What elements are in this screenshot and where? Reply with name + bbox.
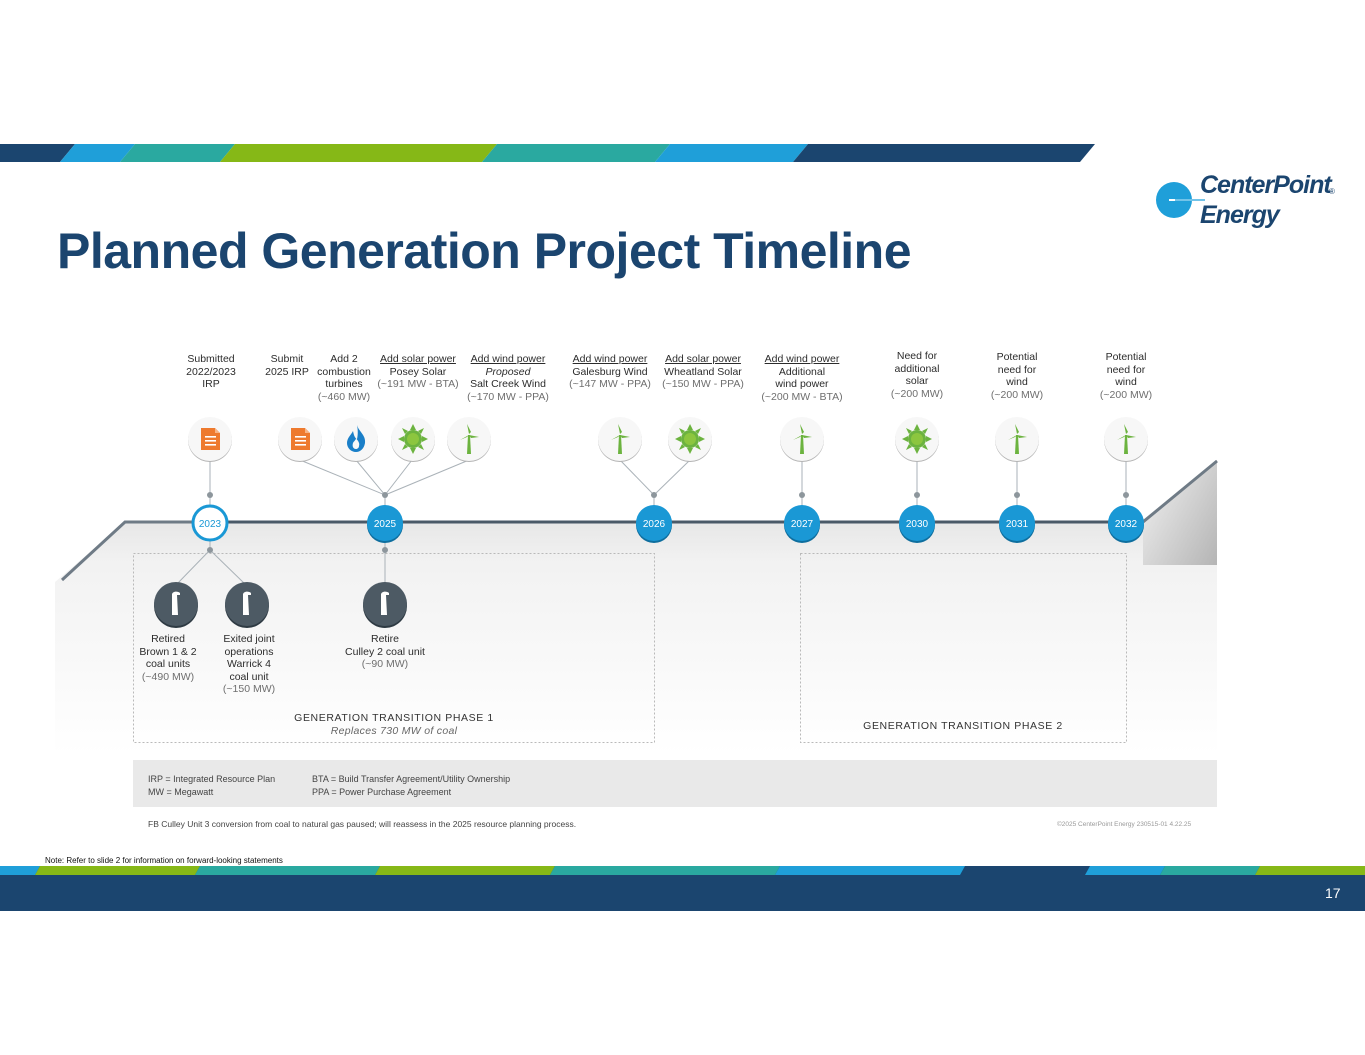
year-label: 2023 bbox=[199, 519, 222, 530]
page-number: 17 bbox=[1325, 885, 1341, 901]
footnote: FB Culley Unit 3 conversion from coal to… bbox=[148, 819, 577, 829]
logo-circle-icon bbox=[1156, 182, 1205, 218]
footer-bar bbox=[0, 875, 1365, 911]
year-label: 2025 bbox=[374, 519, 397, 530]
top-color-stripe bbox=[0, 144, 1095, 162]
year-node-2030: 2030 bbox=[899, 505, 935, 543]
phase2-title: GENERATION TRANSITION PHASE 2 bbox=[863, 720, 1063, 732]
year-node-2023: 2023 bbox=[191, 504, 229, 542]
phase1-label: GENERATION TRANSITION PHASE 1 Replaces 7… bbox=[294, 712, 494, 738]
wind-turbine-icon bbox=[1104, 417, 1148, 462]
sun-icon bbox=[391, 417, 435, 462]
logo-line1: CenterPoint bbox=[1200, 171, 1332, 199]
year-node-2032: 2032 bbox=[1108, 505, 1144, 543]
flame-icon bbox=[334, 417, 378, 462]
smokestack-icon bbox=[363, 582, 407, 628]
phase1-subtitle: Replaces 730 MW of coal bbox=[330, 725, 458, 737]
year-node-2026: 2026 bbox=[636, 505, 672, 543]
year-label: 2031 bbox=[1006, 519, 1029, 530]
year-node-2027: 2027 bbox=[784, 505, 820, 543]
document-icon bbox=[188, 417, 232, 462]
year-node-2031: 2031 bbox=[999, 505, 1035, 543]
phase1-title: GENERATION TRANSITION PHASE 1 bbox=[294, 712, 494, 724]
company-logo: CenterPoint Energy bbox=[1200, 170, 1332, 230]
page-title: Planned Generation Project Timeline bbox=[57, 223, 912, 279]
logo-line2: Energy bbox=[1200, 201, 1280, 229]
logo-registered-mark: ® bbox=[1329, 187, 1335, 196]
year-label: 2027 bbox=[791, 519, 814, 530]
smokestack-icon bbox=[154, 582, 198, 628]
wind-turbine-icon bbox=[598, 417, 642, 462]
timeline-connectors bbox=[175, 459, 1129, 586]
wind-turbine-icon bbox=[995, 417, 1039, 462]
sun-icon bbox=[895, 417, 939, 462]
year-label: 2030 bbox=[906, 519, 929, 530]
forward-looking-note: Note: Refer to slide 2 for information o… bbox=[45, 856, 283, 865]
sun-icon bbox=[668, 417, 712, 462]
wind-turbine-icon bbox=[780, 417, 824, 462]
year-label: 2032 bbox=[1115, 519, 1138, 530]
smokestack-icon bbox=[225, 582, 269, 628]
wind-turbine-icon bbox=[447, 417, 491, 462]
copyright: ©2025 CenterPoint Energy 230515-01 4.22.… bbox=[1057, 821, 1192, 828]
bottom-color-stripe bbox=[0, 866, 1365, 875]
document-icon bbox=[278, 417, 322, 462]
phase2-label: GENERATION TRANSITION PHASE 2 bbox=[863, 720, 1063, 733]
year-node-2025: 2025 bbox=[367, 505, 403, 543]
legend-column: BTA = Build Transfer Agreement/Utility O… bbox=[312, 774, 511, 797]
year-label: 2026 bbox=[643, 519, 666, 530]
phase-boxes bbox=[133, 553, 1127, 743]
